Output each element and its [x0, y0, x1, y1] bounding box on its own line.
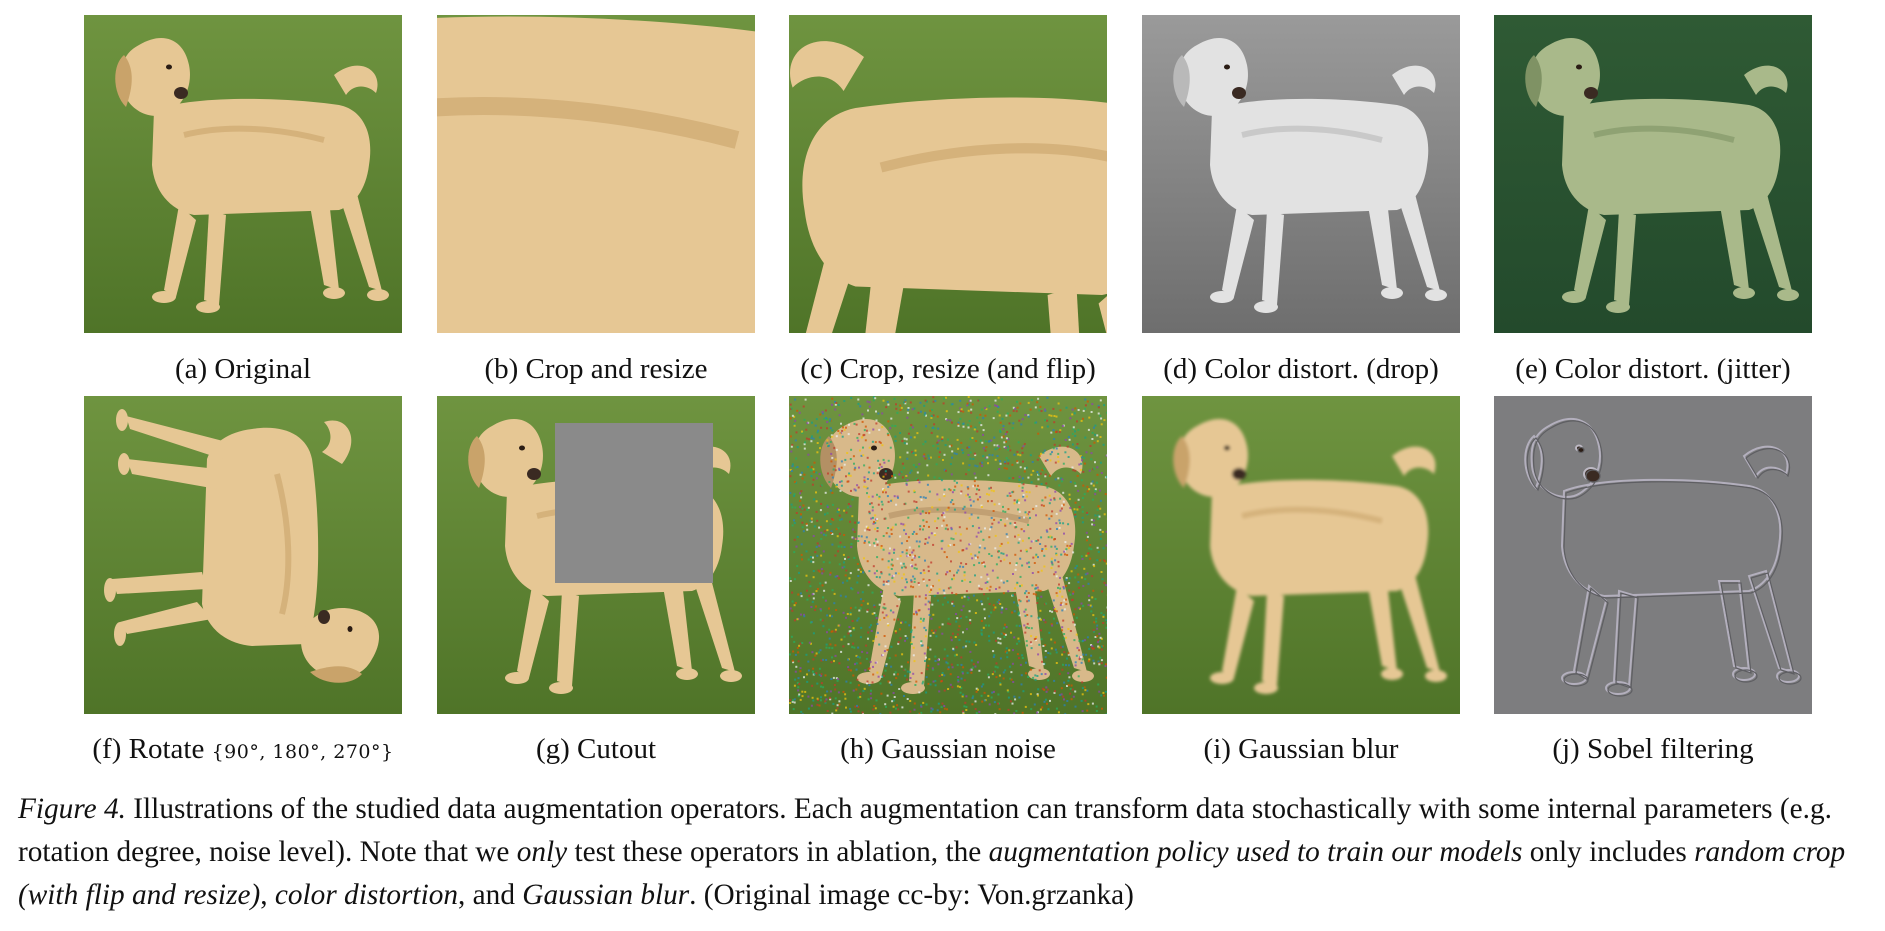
- panel-i-gaussian-blur: [1142, 396, 1460, 714]
- dog-image-sobel: [1494, 396, 1812, 714]
- panel-g-cutout: [437, 396, 755, 714]
- label-d: (d) Color distort. (drop): [1125, 352, 1477, 386]
- label-i: (i) Gaussian blur: [1125, 732, 1477, 766]
- caption-em2: augmentation policy used to train our mo…: [988, 836, 1523, 868]
- caption-seg4: ,: [260, 879, 275, 911]
- caption-seg1: Illustrations of the studied data augmen…: [18, 793, 1832, 868]
- label-j-text: Sobel filtering: [1586, 733, 1754, 765]
- label-a-text: Original: [214, 353, 312, 385]
- dog-image-blur: [1142, 396, 1460, 714]
- dog-image-original: [84, 15, 402, 333]
- label-f: (f) Rotate {90°, 180°, 270°}: [67, 732, 419, 769]
- label-g-text: Cutout: [577, 733, 657, 765]
- label-a-tag: (a): [174, 353, 208, 385]
- panel-d-color-drop: [1142, 15, 1460, 333]
- label-g: (g) Cutout: [420, 732, 772, 766]
- label-i-tag: (i): [1203, 733, 1231, 765]
- panel-c-crop-flip: [789, 15, 1107, 333]
- label-d-text: Color distort. (drop): [1204, 353, 1439, 385]
- caption-em3: random crop (with flip and resize): [18, 836, 1846, 911]
- label-c-tag: (c): [800, 353, 833, 385]
- cutout-patch: [555, 423, 713, 583]
- caption-em1: only: [516, 836, 568, 868]
- label-e-text: Color distort. (jitter): [1554, 353, 1791, 385]
- panel-f-rotate: [84, 396, 402, 714]
- caption-seg6: . (Original image cc-by: Von.grzanka): [689, 879, 1134, 911]
- caption-em4: color distortion: [274, 879, 459, 911]
- dog-image-rotate: [84, 396, 402, 714]
- dog-image-crop-resize: [437, 15, 755, 333]
- dog-image-crop-flip: [789, 15, 1107, 333]
- caption-seg2: test these operators in ablation, the: [567, 836, 989, 868]
- panel-a-original: [84, 15, 402, 333]
- caption-seg5: , and: [458, 879, 523, 911]
- label-j-tag: (j): [1552, 733, 1580, 765]
- label-f-math: {90°, 180°, 270°}: [211, 741, 394, 763]
- dog-image-grayscale: [1142, 15, 1460, 333]
- label-f-text: Rotate: [128, 733, 205, 765]
- panel-h-gaussian-noise: [789, 396, 1107, 714]
- label-g-tag: (g): [535, 733, 570, 765]
- label-e: (e) Color distort. (jitter): [1477, 352, 1829, 386]
- caption-seg3: only includes: [1522, 836, 1695, 868]
- label-h: (h) Gaussian noise: [772, 732, 1124, 766]
- label-h-tag: (h): [840, 733, 874, 765]
- label-c: (c) Crop, resize (and flip): [772, 352, 1124, 386]
- label-e-tag: (e): [1515, 353, 1548, 385]
- label-a: (a) Original: [67, 352, 419, 386]
- caption-em5: Gaussian blur: [522, 879, 690, 911]
- figure-caption: Figure 4. Illustrations of the studied d…: [18, 788, 1874, 917]
- dog-image-jitter: [1494, 15, 1812, 333]
- label-h-text: Gaussian noise: [881, 733, 1056, 765]
- label-j: (j) Sobel filtering: [1477, 732, 1829, 766]
- label-i-text: Gaussian blur: [1238, 733, 1399, 765]
- label-c-text: Crop, resize (and flip): [839, 353, 1096, 385]
- figure-label: Figure 4.: [18, 793, 126, 825]
- label-b-text: Crop and resize: [525, 353, 708, 385]
- label-f-tag: (f): [92, 733, 122, 765]
- panel-b-crop-resize: [437, 15, 755, 333]
- label-d-tag: (d): [1163, 353, 1198, 385]
- label-b: (b) Crop and resize: [420, 352, 772, 386]
- panel-j-sobel: [1494, 396, 1812, 714]
- dog-image-noise: [789, 396, 1107, 714]
- label-b-tag: (b): [484, 353, 519, 385]
- dog-image-cutout: [437, 396, 755, 714]
- panel-e-color-jitter: [1494, 15, 1812, 333]
